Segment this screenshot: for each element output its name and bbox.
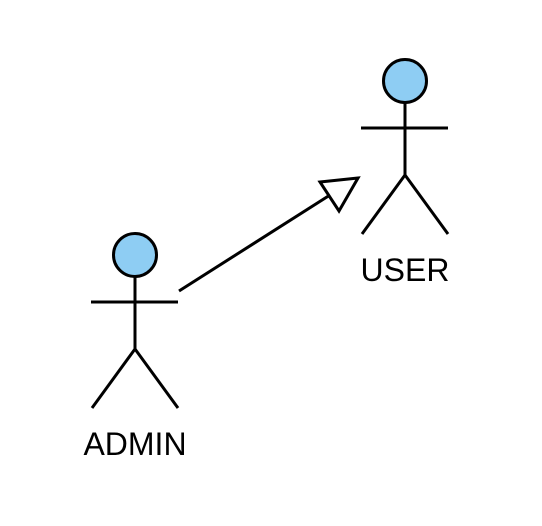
actor-user-label: USER (361, 252, 450, 288)
actor-user-head (382, 58, 428, 104)
actor-admin-head (112, 232, 158, 278)
actor-admin[interactable]: ADMIN (83, 232, 187, 463)
generalization-arrow[interactable] (178, 176, 361, 293)
actor-user-right-leg (403, 174, 450, 235)
hollow-triangle-arrowhead (317, 176, 361, 214)
actor-admin-right-leg (133, 348, 180, 409)
generalization-line (178, 193, 331, 293)
actor-user-left-leg (360, 174, 407, 235)
actor-user[interactable]: USER (360, 58, 450, 289)
actor-admin-left-leg (90, 348, 137, 409)
actor-admin-label: ADMIN (83, 426, 186, 462)
